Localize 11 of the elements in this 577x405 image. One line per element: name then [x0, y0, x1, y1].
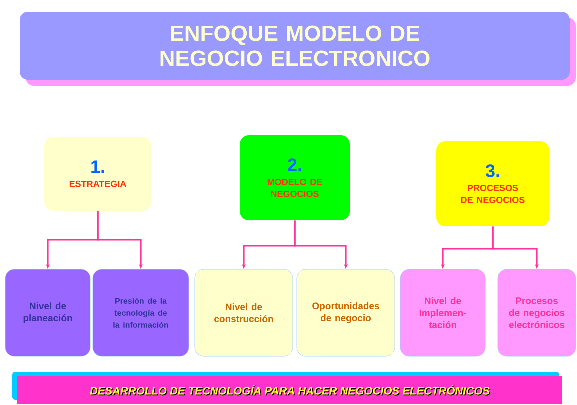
item-box: Nivel de Implemen- tación — [400, 269, 486, 357]
category-box: 1. ESTRATEGIA — [44, 137, 152, 211]
item-box: Procesos de negocios electrónicos — [498, 269, 576, 357]
category-box: 2. MODELO DE NEGOCIOS — [240, 136, 350, 220]
item-box: Oportunidades de negocio — [296, 269, 396, 357]
title-banner: ENFOQUE MODELO DE NEGOCIO ELECTRONICO — [20, 12, 576, 86]
item-box: Presión de la tecnología de la información — [92, 269, 190, 357]
item-box: Nivel de construcción — [194, 269, 294, 357]
banner: DESARROLLO DE TECNOLOGÍA PARA HACER NEGOCIOS ELECTRÓNICOS — [12, 372, 562, 404]
item-box: Nivel de planeación — [5, 269, 91, 357]
category-box: 3. PROCESOS DE NEGOCIOS — [436, 142, 550, 226]
